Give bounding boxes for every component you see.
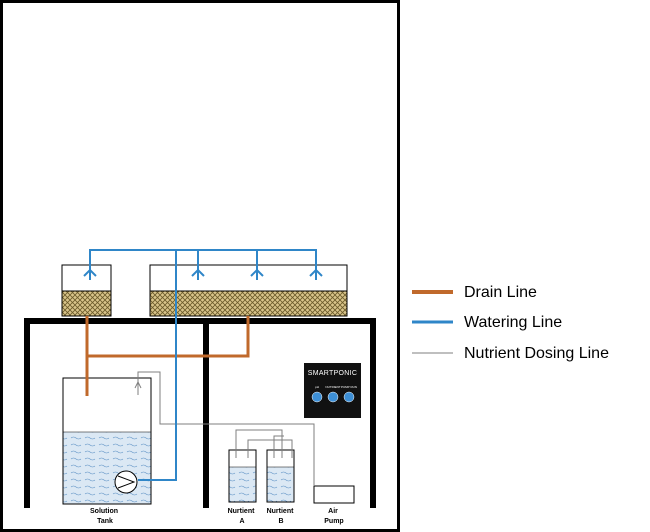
nutrient-a-label-line1: Nurtient [228,508,256,515]
controller-title: SMARTPONIC [308,370,358,377]
nutrient-b-label-line2: B [278,518,283,525]
nutrient-a-label-line2: A [239,518,244,525]
solution-tank [62,377,152,505]
air-pump [313,485,355,504]
air-pump-label: Air Pump [324,508,343,525]
legend-nutrient-label: Nutrient Dosing Line [464,345,609,362]
nutrient-knob [327,391,339,403]
nutrient-b-label: Nurtient B [267,508,296,525]
nutrient-bottle-a [228,449,257,503]
nutrient-a-label: Nurtient A [228,508,257,525]
knob-label-nutrient: NUTRIENT [325,385,340,389]
cabinet [24,318,376,508]
air-pump-label-line2: Pump [324,518,343,525]
knob-label-pump-run: PUMP RUN [341,385,357,389]
nutrient-b-label-line1: Nurtient [267,508,295,515]
solution-tank-label-line1: Solution [90,508,118,515]
smartponic-controller: SMARTPONIC pH NUTRIENT PUMP RUN [304,363,361,418]
ph-knob [311,391,323,403]
legend-watering-label: Watering Line [464,314,562,331]
legend-drain-label: Drain Line [464,284,537,301]
nutrient-dosing-lines [134,371,315,486]
solution-tank-label-line2: Tank [97,518,113,525]
pump-icon [114,470,138,494]
knob-label-ph: pH [315,385,319,389]
grow-bed-small [61,264,112,317]
pump-run-knob [343,391,355,403]
nutrient-bottle-b [266,449,295,503]
legend: Drain Line Watering Line Nutrient Dosing… [412,284,609,362]
air-pump-label-line1: Air [328,508,338,515]
drain-lines [85,316,250,396]
solution-tank-label: Solution Tank [90,508,120,525]
grow-bed-large [149,264,348,317]
watering-lines [83,249,323,481]
